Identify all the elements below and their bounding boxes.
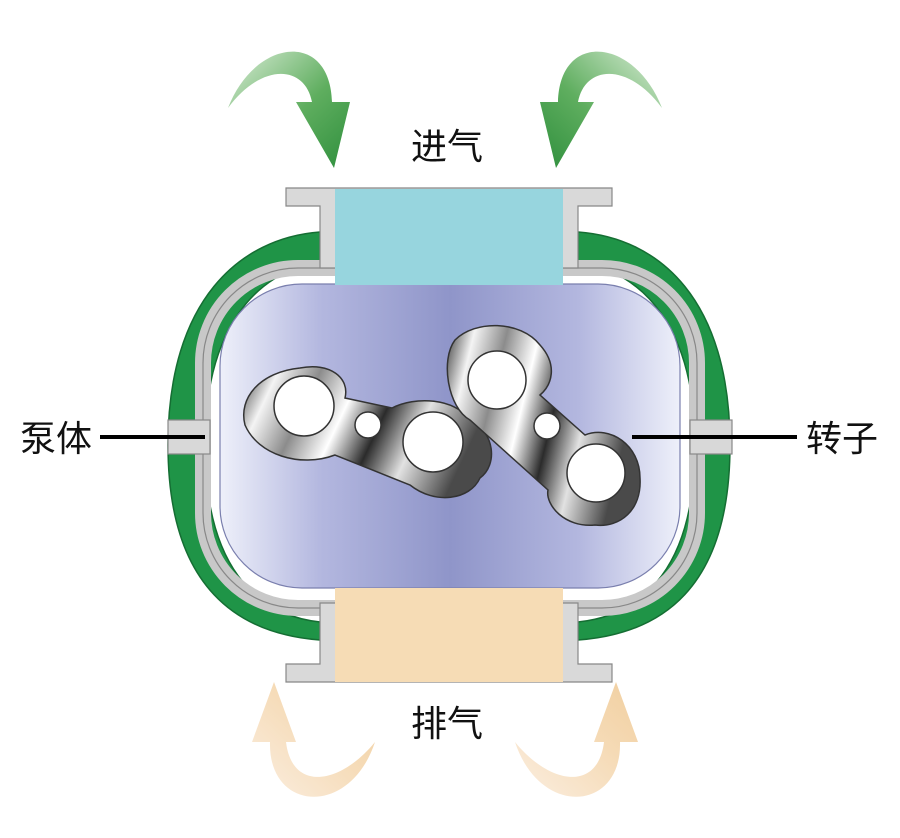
intake-port — [335, 189, 563, 285]
exhaust-label: 排气 — [411, 704, 484, 745]
intake-arrow-right — [540, 51, 662, 169]
rotor-label: 转子 — [806, 419, 879, 460]
exhaust-arrow-left — [252, 682, 375, 797]
rotor-right — [446, 324, 641, 527]
intake-label: 进气 — [411, 127, 484, 168]
exhaust-port — [335, 588, 563, 682]
intake-arrow-left — [228, 51, 350, 169]
pump-body-label: 泵体 — [20, 419, 93, 460]
rotor-left — [243, 366, 493, 499]
exhaust-arrow-right — [515, 682, 638, 797]
